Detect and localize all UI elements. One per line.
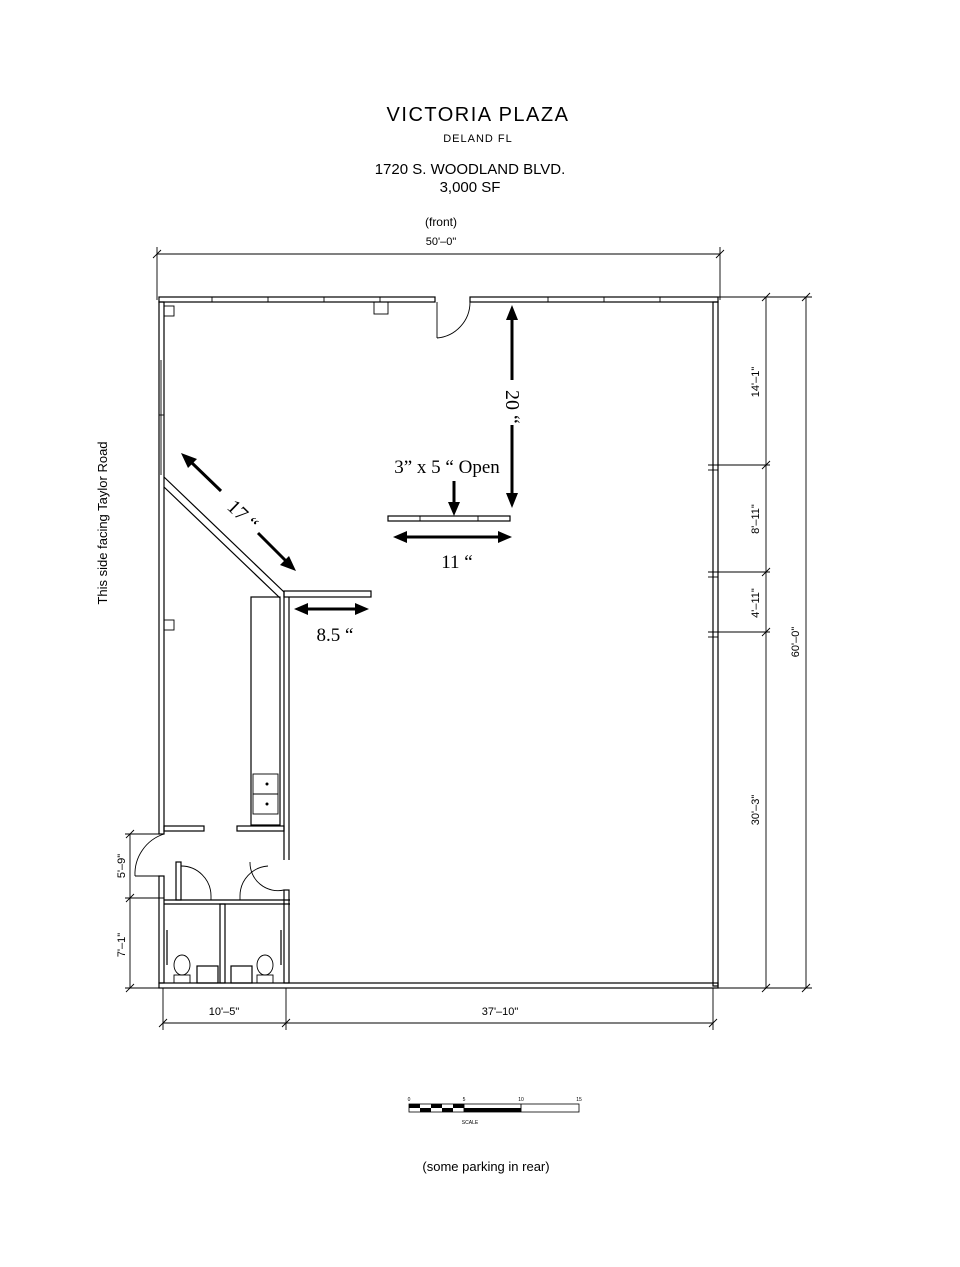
eleven-arrow [393, 531, 512, 543]
area-label: 3,000 SF [440, 179, 501, 196]
bottom-right-dimension: 37'–10" [482, 1006, 519, 1018]
left-seg2-dimension: 7'–1" [116, 933, 128, 957]
diagonal-partition [163, 476, 372, 860]
eight-five-annotation: 8.5 “ [317, 625, 354, 646]
scale-tick-15: 15 [576, 1097, 582, 1103]
right-total-dimension: 60'–0" [790, 627, 802, 658]
front-door [436, 301, 471, 339]
right-dimension-lines [708, 292, 812, 993]
footer-note: (some parking in rear) [422, 1159, 549, 1174]
front-label: (front) [425, 215, 457, 229]
bottom-left-dimension: 10'–5" [209, 1006, 240, 1018]
scale-tick-0: 0 [408, 1097, 411, 1103]
address-label: 1720 S. WOODLAND BLVD. [375, 161, 566, 178]
bottom-dimension-lines [158, 988, 718, 1030]
scale-tick-10: 10 [518, 1097, 524, 1103]
left-seg1-dimension: 5'–9" [116, 854, 128, 878]
top-width-dimension: 50'–0" [426, 236, 457, 248]
top-dimension-line [152, 247, 725, 300]
plaza-name: VICTORIA PLAZA [387, 104, 570, 126]
interior-opening [387, 515, 511, 522]
kitchen-counter [250, 596, 281, 826]
eleven-annotation: 11 “ [441, 552, 472, 573]
twenty-arrow [506, 305, 518, 508]
city-label: DELAND FL [443, 133, 513, 145]
scale-tick-5: 5 [463, 1097, 466, 1103]
exterior-walls [158, 296, 719, 989]
eight-five-arrow [294, 603, 369, 615]
scale-bar: 0 5 10 15 SCALE [408, 1097, 582, 1126]
right-seg2-dimension: 8'–11" [750, 504, 762, 534]
opening-annotation: 3” x 5 “ Open [394, 457, 500, 478]
side-facing-label: This side facing Taylor Road [95, 441, 110, 604]
twenty-annotation: 20 “ [501, 390, 523, 424]
seventeen-arrow [181, 453, 296, 571]
right-seg3-dimension: 4'–11" [750, 588, 762, 618]
restroom-area [134, 825, 290, 984]
opening-pointer-arrow [448, 481, 460, 516]
left-dimension-lines [125, 829, 164, 993]
right-seg4-dimension: 30'–3" [750, 795, 762, 826]
right-seg1-dimension: 14'–1" [750, 367, 762, 398]
seventeen-annotation: 17 “ [223, 496, 263, 535]
scale-label: SCALE [462, 1120, 479, 1126]
